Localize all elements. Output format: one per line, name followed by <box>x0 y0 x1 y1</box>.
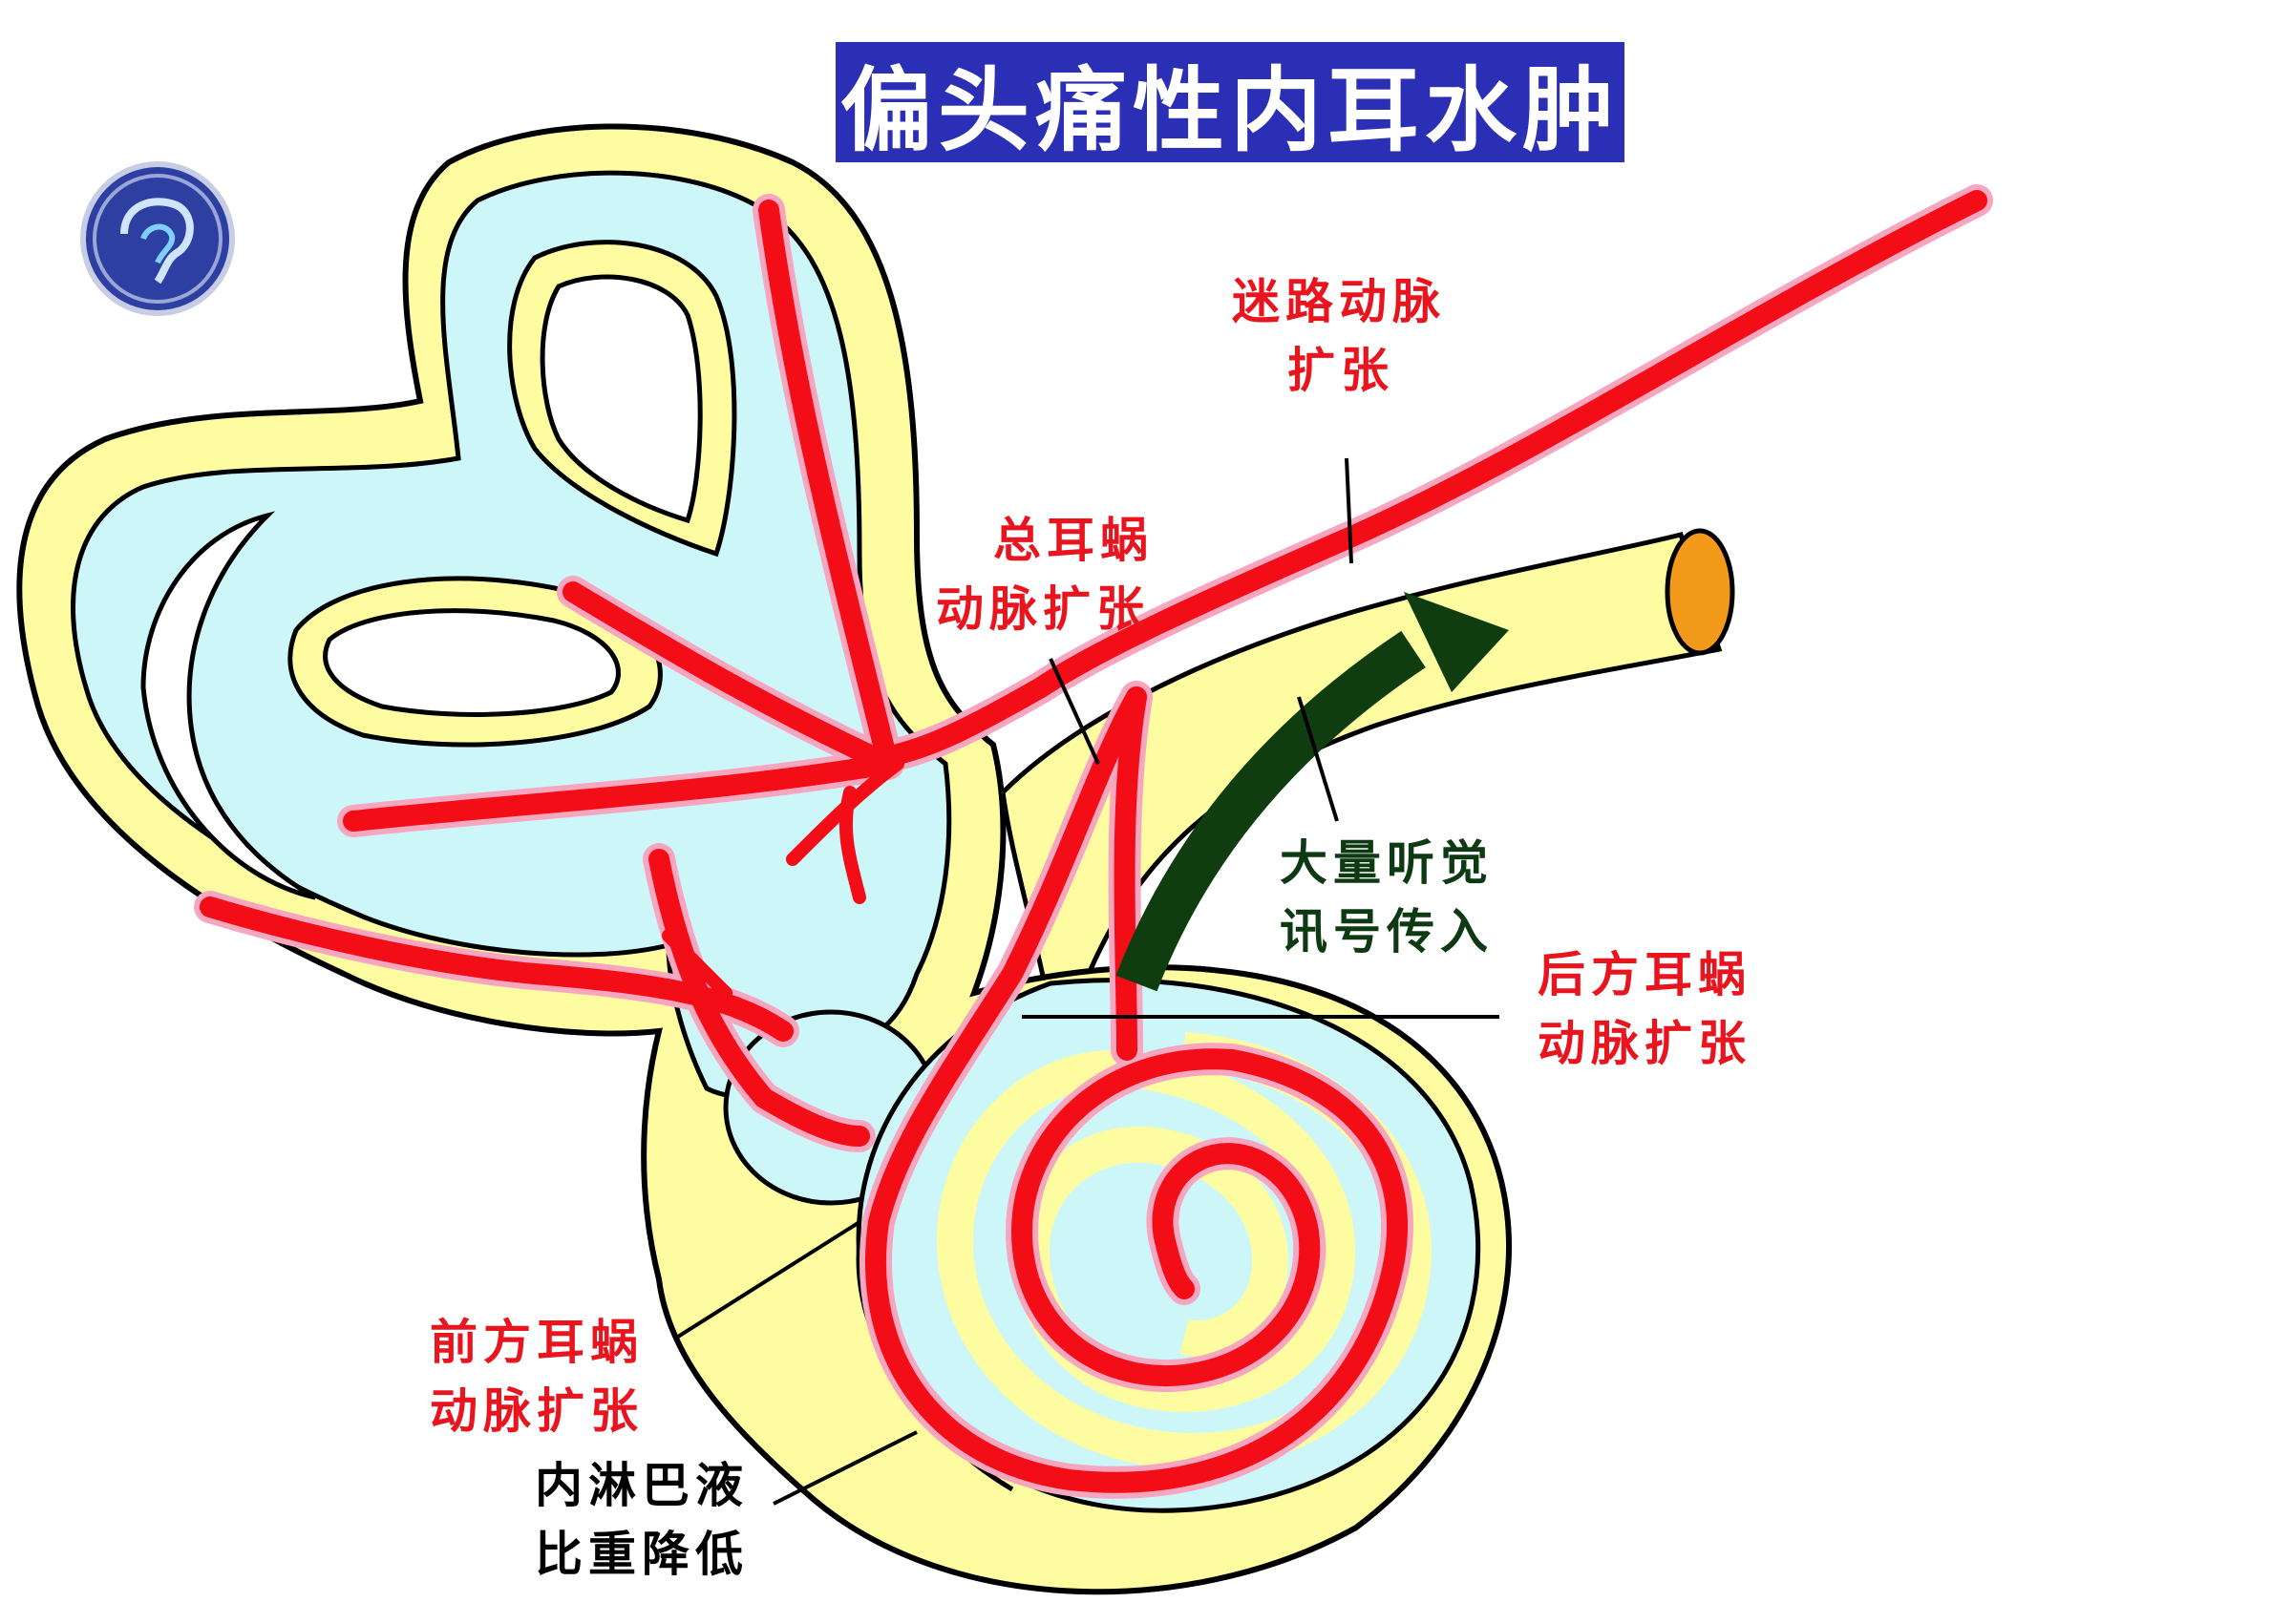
label-line-1: 后方耳蜗 <box>1538 947 1751 1002</box>
label-line-2: 动脉扩张 <box>936 581 1150 637</box>
label-auditory-input: 大量听觉 讯号传入 <box>1280 829 1494 966</box>
label-line-1: 内淋巴液 <box>535 1458 749 1513</box>
ear-anatomy-logo-icon <box>86 167 229 310</box>
label-endolymph: 内淋巴液 比重降低 <box>535 1451 749 1589</box>
vestibular-artery-lateral <box>562 581 899 774</box>
leader-lines <box>676 457 1499 1506</box>
signal-arrow <box>1115 592 1509 992</box>
label-line-1: 迷路动脉 <box>1232 274 1446 329</box>
membranous-labyrinth <box>71 170 952 1206</box>
label-common-cochlear-artery: 总耳蜗 动脉扩张 <box>936 506 1154 643</box>
nerve-cut-end <box>1665 528 1735 656</box>
label-line-1: 大量听觉 <box>1280 835 1494 891</box>
artery-core <box>200 190 1987 1493</box>
label-line-1: 前方耳蜗 <box>430 1315 644 1370</box>
label-posterior-cochlear-artery: 后方耳蜗 动脉扩张 <box>1538 940 1751 1078</box>
posterior-cochlear-artery <box>1114 686 1147 1061</box>
label-line-2: 扩张 <box>1287 343 1394 398</box>
label-line-2: 动脉扩张 <box>430 1383 644 1439</box>
logo-glyph <box>93 174 223 304</box>
label-line-2: 讯号传入 <box>1280 904 1494 960</box>
label-labyrinthine-artery: 迷路动脉 扩张 <box>1232 267 1446 405</box>
page-title: 偏头痛性内耳水肿 <box>836 42 1624 164</box>
anterior-cochlear-artery <box>864 686 1409 1493</box>
labyrinthine-artery <box>887 190 1987 765</box>
vestibular-artery-horizontal <box>343 753 899 832</box>
saccular-branch <box>648 849 870 1147</box>
vestibular-artery-posterior <box>200 896 794 1042</box>
label-anterior-cochlear-artery: 前方耳蜗 动脉扩张 <box>430 1308 644 1445</box>
vestibular-artery-superior <box>758 200 899 774</box>
label-line-2: 动脉扩张 <box>1538 1016 1751 1071</box>
label-line-2: 比重降低 <box>535 1527 749 1582</box>
label-line-1: 总耳蜗 <box>993 513 1154 568</box>
